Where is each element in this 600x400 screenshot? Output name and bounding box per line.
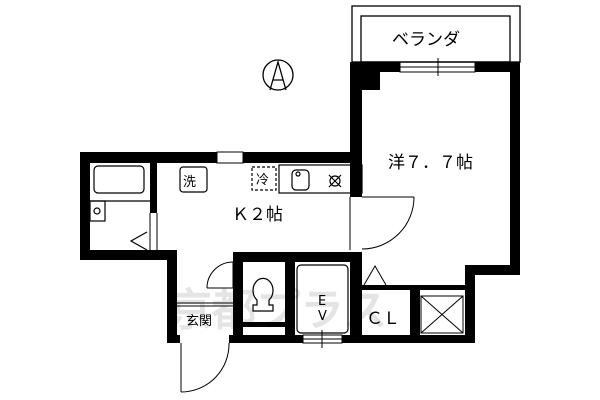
counter [278, 164, 363, 194]
sink-icon [93, 207, 101, 215]
elevator [296, 264, 349, 334]
stove-icon [328, 174, 342, 188]
toilet-icon [252, 277, 274, 312]
kitchen-fixtures [179, 164, 363, 194]
kitchen-label: Ｋ２帖 [232, 205, 283, 225]
cross-icon [420, 295, 464, 334]
triangle-marker-icon [363, 265, 387, 286]
entrance-label: 玄関 [186, 314, 212, 329]
ev-label-top: E [318, 294, 326, 309]
fridge-label: 冷 [256, 173, 269, 188]
sink-icon [291, 169, 310, 191]
balcony-label: ベランダ [392, 30, 460, 50]
pipe-space [420, 295, 464, 334]
windows [216, 58, 476, 348]
fridge-icon [251, 166, 277, 191]
washer-icon [179, 166, 208, 193]
north-compass-icon [262, 59, 294, 91]
western-room-label: 洋７．７帖 [388, 153, 473, 173]
washer-label: 洗 [183, 175, 196, 190]
bathroom [89, 165, 150, 251]
walls [80, 62, 520, 343]
ev-label-bottom: V [318, 309, 327, 324]
bathtub-icon [93, 165, 145, 194]
triangle-marker-icon [129, 231, 148, 251]
closet-label: ＣＬ [366, 309, 400, 329]
doors[interactable] [149, 196, 415, 393]
